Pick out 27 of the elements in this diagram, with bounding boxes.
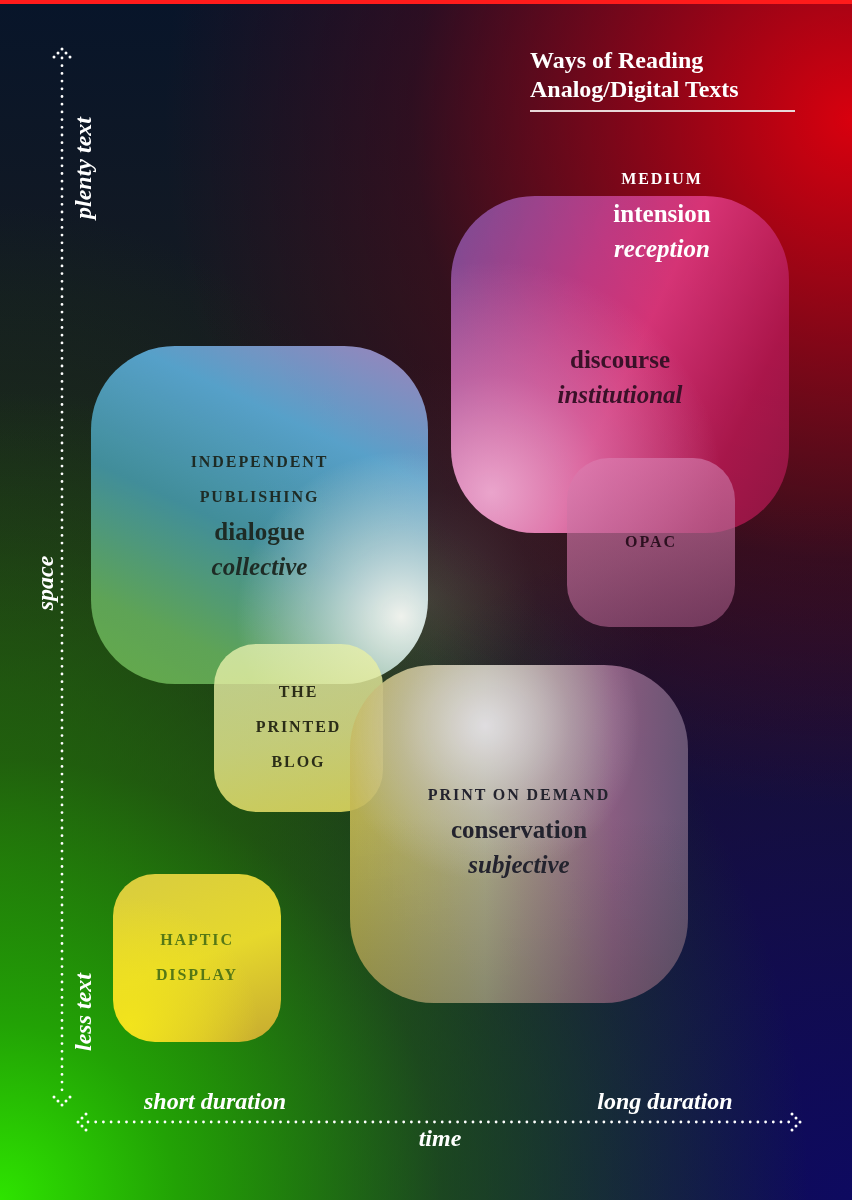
rounded-box bbox=[350, 665, 688, 1003]
axis-label: plenty text bbox=[69, 117, 97, 219]
rounded-box bbox=[214, 644, 383, 812]
key-term: intension bbox=[613, 198, 711, 229]
keyword: conservation bbox=[450, 815, 588, 845]
keyword: discourse bbox=[570, 345, 670, 375]
diagram-title: Ways of Reading Analog/Digital Texts bbox=[530, 46, 740, 104]
axis-title: time bbox=[418, 1124, 462, 1152]
node-heading: PRINT ON DEMAND bbox=[427, 785, 611, 805]
key-italic-term: reception bbox=[614, 233, 710, 264]
node-heading: OPAC bbox=[625, 532, 677, 552]
axis-label: short duration bbox=[143, 1087, 287, 1115]
axis-label: less text bbox=[69, 973, 97, 1051]
node-heading: THE PRINTED BLOG bbox=[254, 682, 343, 772]
node-heading: INDEPENDENT PUBLISHING bbox=[189, 452, 330, 507]
node-heading: HAPTIC DISPLAY bbox=[154, 930, 240, 985]
rounded-box bbox=[567, 458, 735, 627]
axis-label: long duration bbox=[597, 1087, 733, 1115]
key-heading: MEDIUM bbox=[621, 168, 703, 189]
keyword: dialogue bbox=[214, 517, 305, 547]
axis-title: space bbox=[31, 555, 59, 611]
italic-keyword: institutional bbox=[557, 380, 683, 410]
italic-keyword: collective bbox=[211, 552, 308, 582]
rounded-box bbox=[451, 196, 789, 533]
rounded-box bbox=[91, 346, 428, 684]
italic-keyword: subjective bbox=[468, 850, 570, 880]
rounded-box bbox=[113, 874, 281, 1042]
